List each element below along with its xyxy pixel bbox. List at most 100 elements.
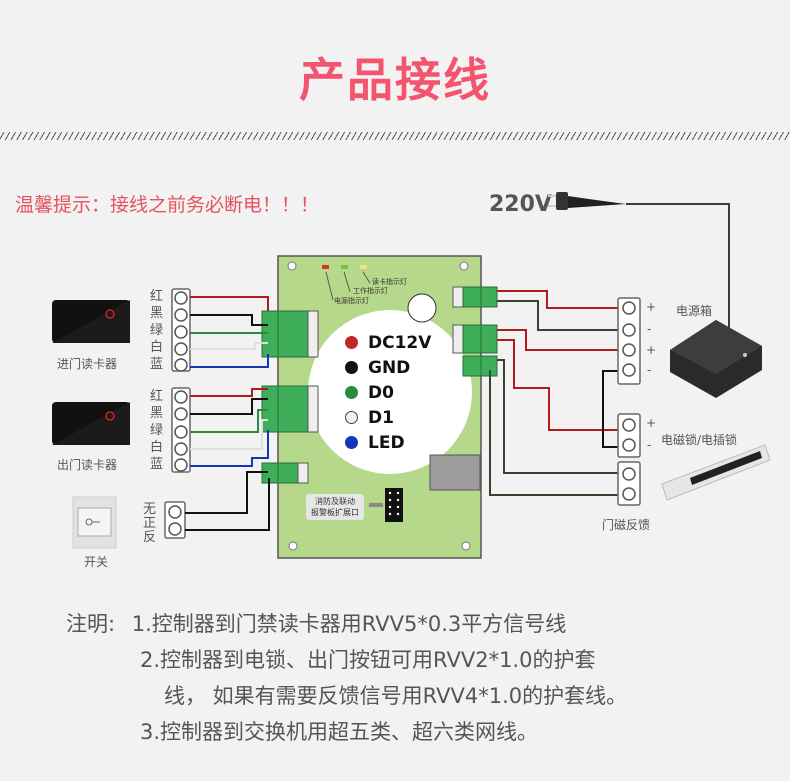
legend-label: D1 [368,407,394,428]
legend-circle [308,310,472,474]
indicator-label-read: 读卡指示灯 [372,278,407,286]
buzzer-icon [407,293,437,323]
black-dot-icon [345,361,358,374]
terminal-sign: + [646,416,657,430]
reader-in-connector [171,288,191,372]
reader-out-connector [171,387,191,473]
legend-item: D0 [345,380,431,405]
switch-connector [164,501,186,539]
wire-label: 红 [150,389,164,404]
notes-section: 注明: 1.控制器到门禁读卡器用RVV5*0.3平方信号线 2.控制器到电锁、出… [66,606,627,750]
terminal-sign: + [646,300,657,314]
ext-label-line: 报警板扩展口 [311,508,359,517]
mount-hole-icon [461,541,471,551]
terminal-sign: - [647,438,652,452]
wire-switch-2 [185,478,270,531]
wire-blue [190,354,269,368]
terminal-sign: + [646,343,657,357]
terminal-block-lock [462,324,482,354]
wire-label: 蓝 [150,357,164,372]
switch-polarity-label [297,462,309,484]
magnetic-lock-icon [661,444,771,501]
wire-label: 绿 [150,423,164,438]
note-line: 1.控制器到门禁读卡器用RVV5*0.3平方信号线 [131,612,567,636]
red-dot-icon [345,336,358,349]
reader-out-wire-labels: 红 黑 绿 白 蓝 [150,388,163,473]
extension-port-label: 消防及联动 报警板扩展口 [306,494,364,520]
power-input-label: 220V [489,192,552,217]
card-reader-in-icon [52,300,130,343]
indicator-pointer-lines [325,271,371,301]
blue-dot-icon [345,436,358,449]
wire-red [190,296,269,311]
door-sensor-connector [617,461,641,506]
reader-out-label: 出门读卡器 [57,458,118,472]
wire-black [190,398,268,415]
wire-220v [626,203,730,330]
page-title: 产品接线 [299,53,491,107]
legend-item: D1 [345,405,431,430]
hatch-divider [0,132,790,140]
wire-label: 反 [143,530,157,545]
legend-label: D0 [368,382,394,403]
door-sensor-label: 门磁反馈 [602,518,651,532]
wire-color-legend: DC12V GND D0 D1 LED [345,330,431,455]
exit-switch-icon [72,496,117,549]
wire-label: 白 [150,440,164,455]
wire-label: 正 [143,516,157,531]
power-box-connector [617,297,641,385]
terminal-sign: - [647,322,652,336]
reader-in-label: 进门读卡器 [57,357,118,371]
screw-terminal [480,324,498,354]
wire-label: 黑 [150,406,164,421]
wire-red [190,388,268,397]
reader-in-wire-labels: 红 黑 绿 白 蓝 [150,288,163,373]
wire-label: 无 [143,502,157,517]
wire-power-plus [497,290,618,309]
note-line: 线， 如果有需要反馈信号用RVV4*1.0的护套线。 [164,684,628,708]
terminal-block-switch [277,462,299,484]
note-line: 2.控制器到电锁、出门按钮可用RVV2*1.0的护套 [140,648,596,672]
wire-power-minus [497,300,618,331]
wire-label: 蓝 [150,457,164,472]
work-led-icon [341,265,348,269]
wire-switch-1 [185,471,268,514]
lock-label: 电磁锁/电插锁 [661,433,738,447]
read-led-icon [360,265,367,269]
extension-header-icon [385,488,403,522]
wire-black [190,314,268,326]
network-module [429,454,481,491]
terminal-block-reader-out [277,385,309,433]
wire-label: 红 [150,289,164,304]
green-dot-icon [345,386,358,399]
mount-hole-icon [287,261,297,271]
power-plug-icon [548,192,626,210]
wire-blue [190,430,269,467]
wire-label: 黑 [150,306,164,321]
wire-white [190,419,268,450]
warning-text: 温馨提示：接线之前务必断电！！！ [15,194,320,216]
wire-power-plus-2 [497,329,618,351]
white-dot-icon [345,411,358,424]
ext-label-line: 消防及联动 [315,497,355,506]
wire-label: 白 [150,340,164,355]
legend-label: DC12V [368,332,432,353]
wire-green [190,409,268,433]
lock-connector [617,413,641,458]
legend-item: DC12V [345,330,431,355]
screw-terminal [480,286,498,308]
terminal-block-reader-in [277,310,309,358]
terminal-block-sensor [462,355,482,377]
terminal-sign: - [647,363,652,377]
power-box-label: 电源箱 [676,304,713,318]
wire-lock-plus [497,339,618,431]
legend-item: LED [345,430,431,455]
indicator-label-work: 工作指示灯 [353,287,388,295]
power-led-icon [322,265,329,269]
indicator-label-power: 电源指示灯 [334,297,369,305]
wire-label: 绿 [150,323,164,338]
wire-sensor-1 [497,359,618,474]
wire-lock-minus [602,370,618,448]
notes-label: 注明: [66,612,116,636]
